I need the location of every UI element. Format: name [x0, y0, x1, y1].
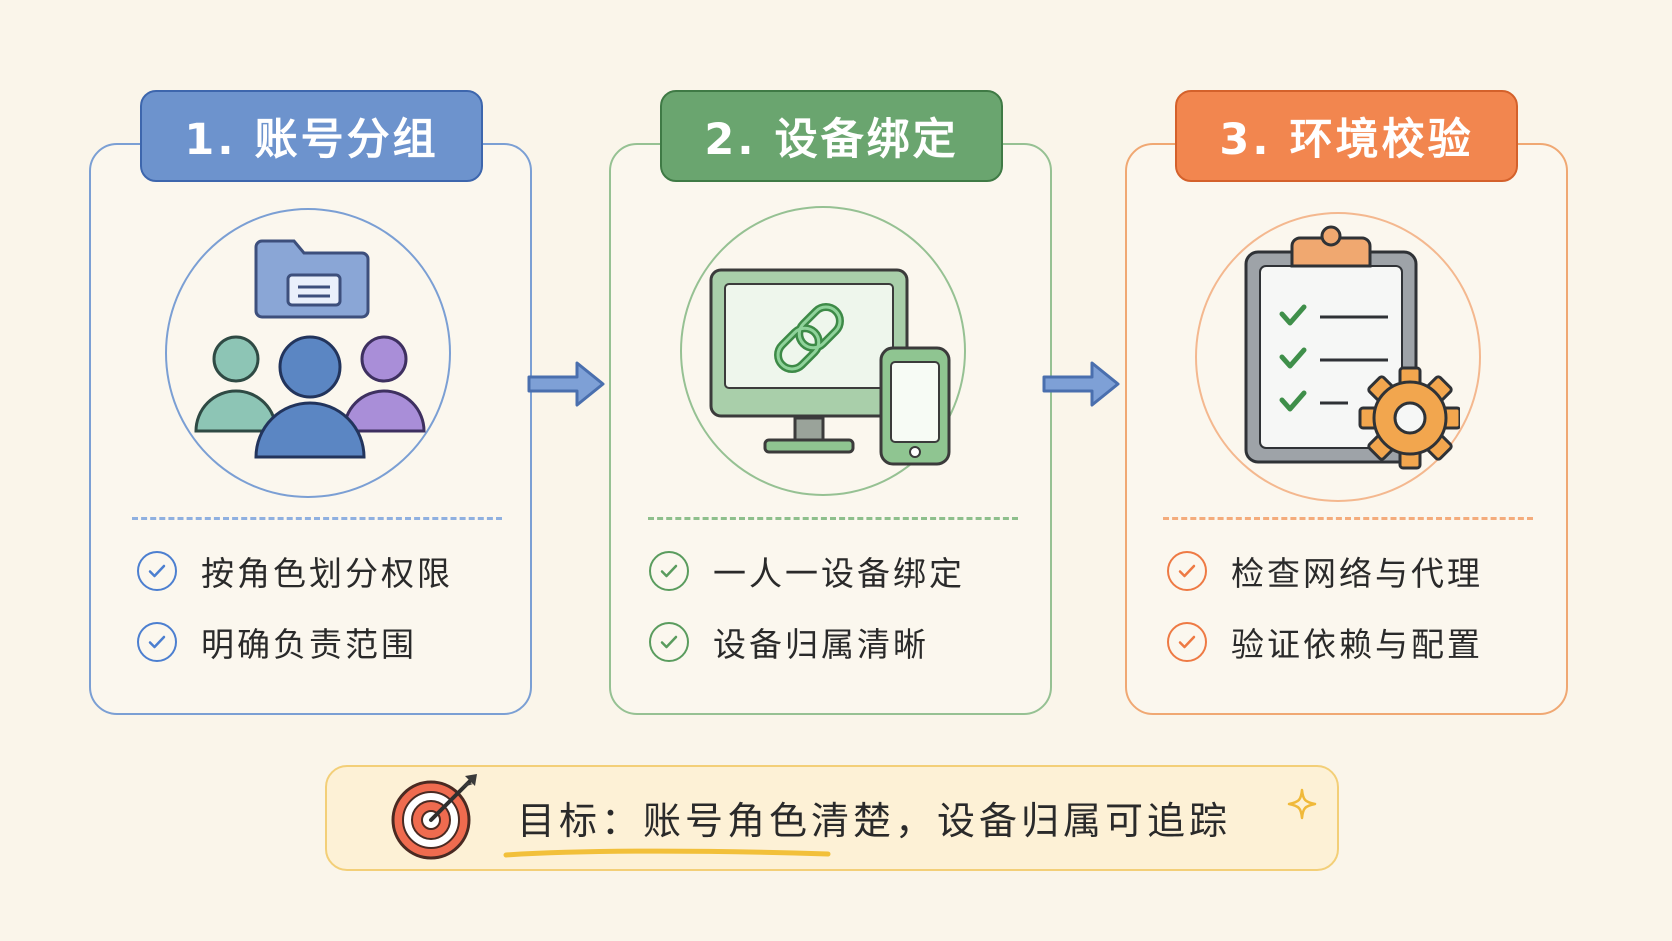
step-3-illustration-circle	[1195, 212, 1481, 502]
step-1-item: 按角色划分权限	[137, 547, 453, 595]
users-folder-icon	[194, 239, 426, 459]
arrow-right-icon	[527, 361, 605, 407]
step-3-title: 3. 环境校验	[1175, 90, 1518, 182]
target-icon	[391, 774, 477, 860]
check-icon	[649, 622, 689, 662]
monitor-phone-link-icon	[709, 268, 951, 466]
check-icon	[137, 622, 177, 662]
arrow-right-icon	[1042, 361, 1120, 407]
step-2-item-label: 一人一设备绑定	[713, 554, 965, 593]
check-icon	[1167, 551, 1207, 591]
step-1-title: 1. 账号分组	[140, 90, 483, 182]
step-3-divider	[1163, 517, 1533, 520]
check-icon	[137, 551, 177, 591]
step-1-divider	[132, 517, 502, 520]
goal-text: 目标：账号角色清楚，设备归属可追踪	[517, 799, 1232, 843]
step-3-item: 验证依赖与配置	[1167, 618, 1483, 666]
step-1-item: 明确负责范围	[137, 618, 417, 666]
step-1-item-label: 按角色划分权限	[201, 554, 453, 593]
step-2-illustration-circle	[680, 206, 966, 496]
step-2-item: 一人一设备绑定	[649, 547, 965, 595]
step-1-item-label: 明确负责范围	[201, 625, 417, 664]
sparkle-icon	[1287, 788, 1317, 820]
check-icon	[1167, 622, 1207, 662]
step-2-title: 2. 设备绑定	[660, 90, 1003, 182]
step-2-item-label: 设备归属清晰	[713, 625, 929, 664]
goal-underline	[503, 848, 831, 858]
clipboard-gear-icon	[1244, 225, 1460, 470]
step-2-item: 设备归属清晰	[649, 618, 929, 666]
goal-banner	[325, 765, 1339, 871]
step-3-item-label: 检查网络与代理	[1231, 554, 1483, 593]
check-icon	[649, 551, 689, 591]
step-2-divider	[648, 517, 1018, 520]
step-3-item: 检查网络与代理	[1167, 547, 1483, 595]
step-1-illustration-circle	[165, 208, 451, 498]
step-3-item-label: 验证依赖与配置	[1231, 625, 1483, 664]
